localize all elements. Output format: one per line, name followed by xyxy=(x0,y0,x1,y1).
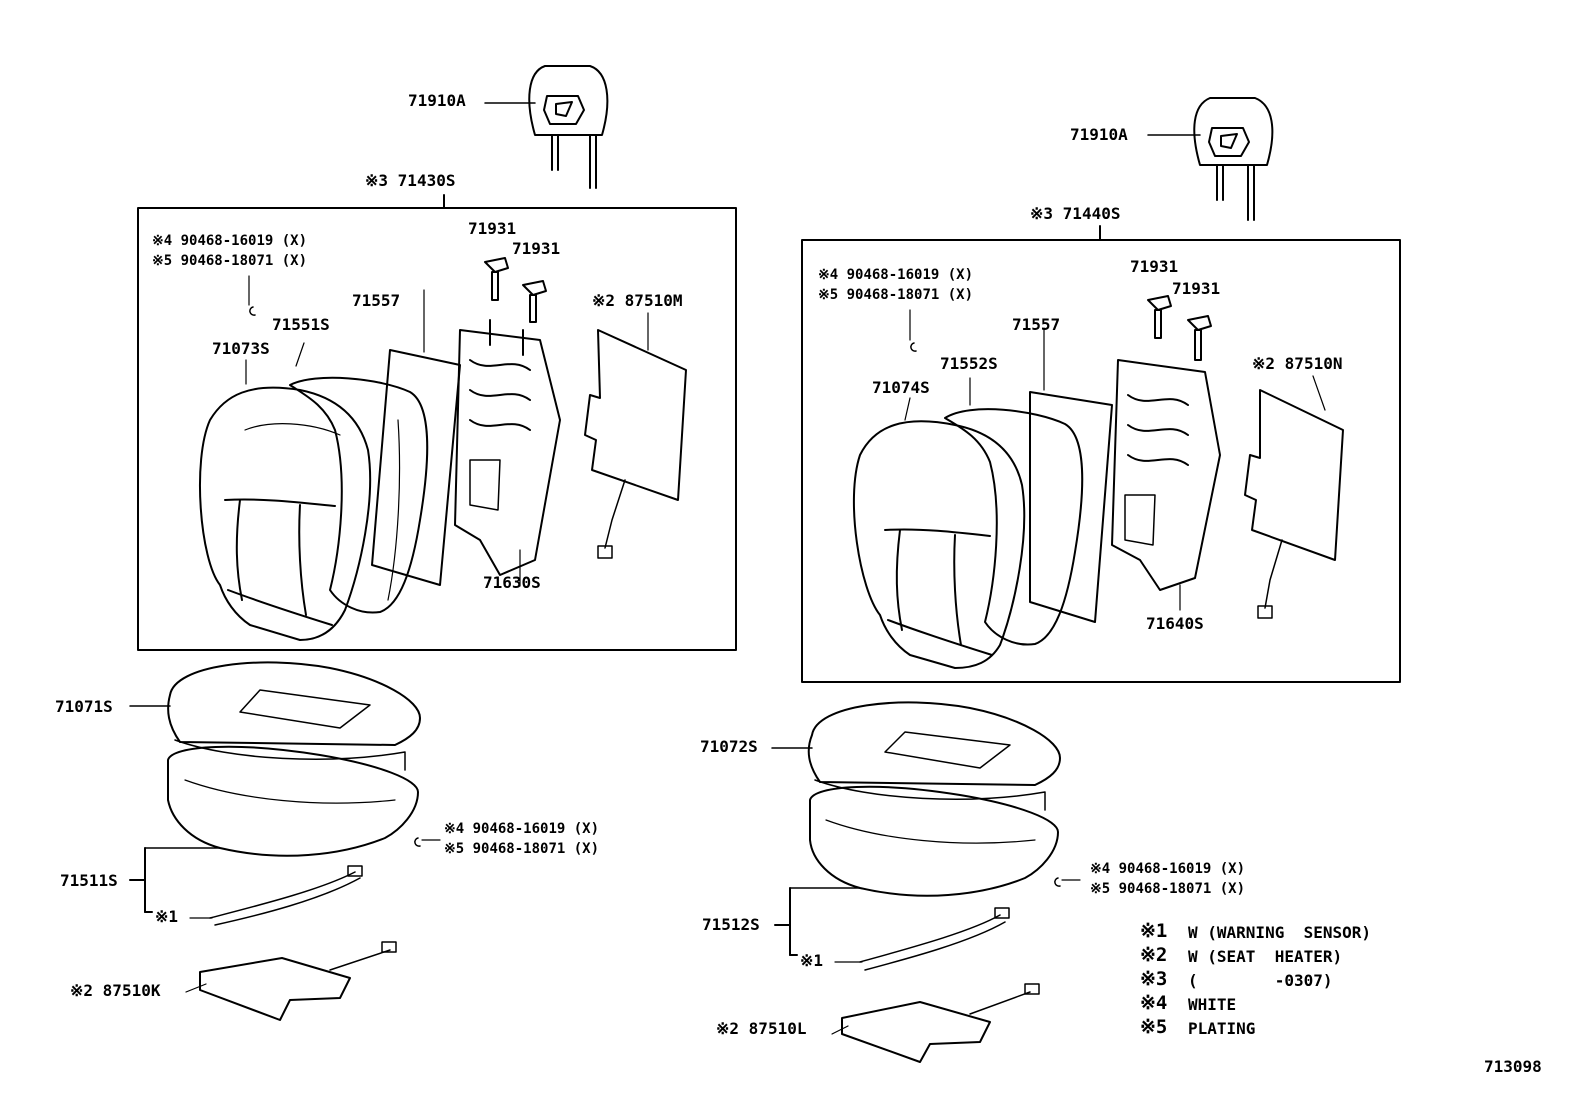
left-sensor-drawing xyxy=(189,865,363,926)
left-pad-label: 71551S xyxy=(272,315,330,334)
right-pad-label: 71552S xyxy=(940,354,998,373)
left-back-cover-drawing xyxy=(199,386,372,641)
legend-text-3: ( -0307) xyxy=(1188,971,1333,990)
right-cushion-heater-label: ※2 87510L xyxy=(716,1019,807,1038)
left-back-pad-drawing xyxy=(289,376,429,614)
left-headrest-label: 71910A xyxy=(408,91,466,110)
figure-id: 713098 xyxy=(1484,1057,1542,1076)
right-note5-label: ※5 90468-18071 (X) xyxy=(818,287,974,303)
left-frame-label: 71630S xyxy=(483,573,541,592)
left-back-assy-label: ※3 71430S xyxy=(365,171,456,190)
left-cushion-heater-label: ※2 87510K xyxy=(70,981,161,1000)
left-back-heater-drawing xyxy=(584,329,687,559)
left-clip4-label: ※4 90468-16019 (X) xyxy=(444,821,600,837)
right-cover-label: 71074S xyxy=(872,378,930,397)
left-sensor-label: ※1 xyxy=(155,907,179,926)
right-back-heater-drawing xyxy=(1244,389,1344,619)
left-cushion-heater-drawing xyxy=(185,941,397,1021)
right-frame-label: 71640S xyxy=(1146,614,1204,633)
legend-mark-4: ※4 xyxy=(1140,992,1168,1014)
right-headrest-drawing xyxy=(1147,97,1274,221)
legend-text-4: WHITE xyxy=(1188,995,1237,1014)
legend-mark-2: ※2 xyxy=(1140,944,1168,966)
left-headrest-drawing xyxy=(484,65,609,189)
left-back-board-drawing xyxy=(371,349,461,586)
legend-mark-1: ※1 xyxy=(1140,920,1168,942)
right-sensor-label: ※1 xyxy=(800,951,824,970)
left-pin-a-label: 71931 xyxy=(468,219,517,238)
legend-text-2: W (SEAT HEATER) xyxy=(1188,947,1343,966)
right-back-cover-drawing xyxy=(852,420,1026,669)
right-sensor-drawing xyxy=(834,907,1010,971)
legend-mark-5: ※5 xyxy=(1140,1016,1168,1038)
right-board-label: 71557 xyxy=(1012,315,1061,334)
right-back-frame-drawing xyxy=(1111,359,1221,591)
left-pins-drawing xyxy=(484,257,547,323)
left-clip5-label: ※5 90468-18071 (X) xyxy=(444,841,600,857)
right-cushion-pad-drawing xyxy=(774,785,1059,956)
right-back-pad-drawing xyxy=(944,408,1084,646)
left-pin-b-label: 71931 xyxy=(512,239,561,258)
right-cushion-pad-label: 71512S xyxy=(702,915,760,934)
left-back-frame-drawing xyxy=(454,319,561,576)
left-cushion-pad-drawing xyxy=(129,745,419,913)
right-cushion-cover-label: 71072S xyxy=(700,737,758,756)
left-note4-label: ※4 90468-16019 (X) xyxy=(152,233,308,249)
legend-mark-3: ※3 xyxy=(1140,968,1168,990)
legend-text-5: PLATING xyxy=(1188,1019,1256,1038)
left-cover-label: 71073S xyxy=(212,339,270,358)
left-back-heater-label: ※2 87510M xyxy=(592,291,683,310)
right-back-heater-label: ※2 87510N xyxy=(1252,354,1343,373)
right-pin-b-label: 71931 xyxy=(1172,279,1221,298)
right-clip4-label: ※4 90468-16019 (X) xyxy=(1090,861,1246,877)
left-board-label: 71557 xyxy=(352,291,401,310)
right-clip5-label: ※5 90468-18071 (X) xyxy=(1090,881,1246,897)
right-pins-drawing xyxy=(1147,295,1212,361)
left-cushion-cover-label: 71071S xyxy=(55,697,113,716)
left-cushion-pad-label: 71511S xyxy=(60,871,118,890)
right-cushion-heater-drawing xyxy=(831,983,1040,1063)
right-pin-a-label: 71931 xyxy=(1130,257,1179,276)
right-back-board-drawing xyxy=(1029,391,1113,623)
right-note4-label: ※4 90468-16019 (X) xyxy=(818,267,974,283)
right-back-assy-label: ※3 71440S xyxy=(1030,204,1121,223)
right-headrest-label: 71910A xyxy=(1070,125,1128,144)
legend-text-1: W (WARNING SENSOR) xyxy=(1188,923,1372,942)
left-note5-label: ※5 90468-18071 (X) xyxy=(152,253,308,269)
